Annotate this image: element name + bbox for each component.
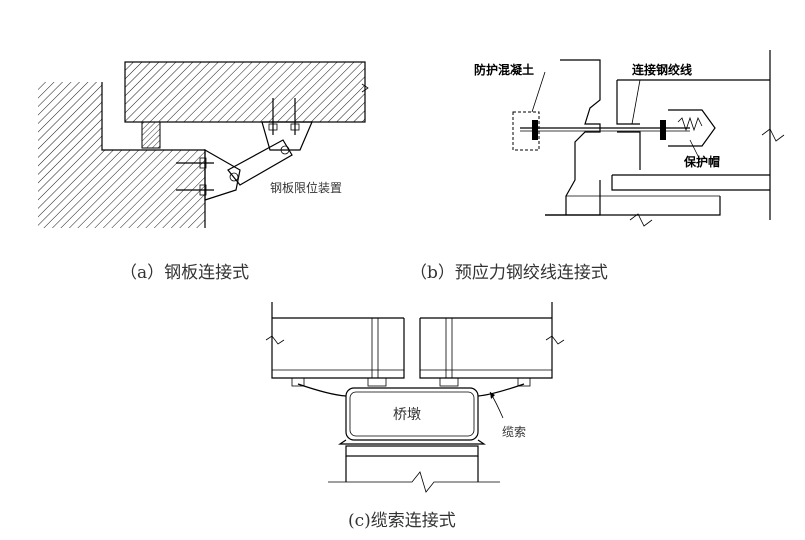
panel-b-caption: （b）预应力钢绞线连接式: [410, 263, 608, 283]
panel-c-cable-label: 缆索: [502, 425, 526, 439]
panel-c-pier-label: 桥墩: [393, 407, 421, 423]
panel-b-concrete-label: 防护混凝土: [474, 62, 534, 77]
panel-b-diagram: [512, 50, 785, 227]
panel-c-diagram: [265, 302, 565, 493]
panel-c-caption: (c)缆索连接式: [348, 511, 456, 531]
panel-a-caption: （a）钢板连接式: [120, 263, 249, 283]
panel-a-diagram: [38, 61, 369, 228]
panel-b-strand-label: 连接钢绞线: [632, 62, 692, 77]
panel-b-cap-label: 保护帽: [683, 154, 720, 169]
panel-a-device-label: 钢板限位装置: [270, 180, 342, 195]
